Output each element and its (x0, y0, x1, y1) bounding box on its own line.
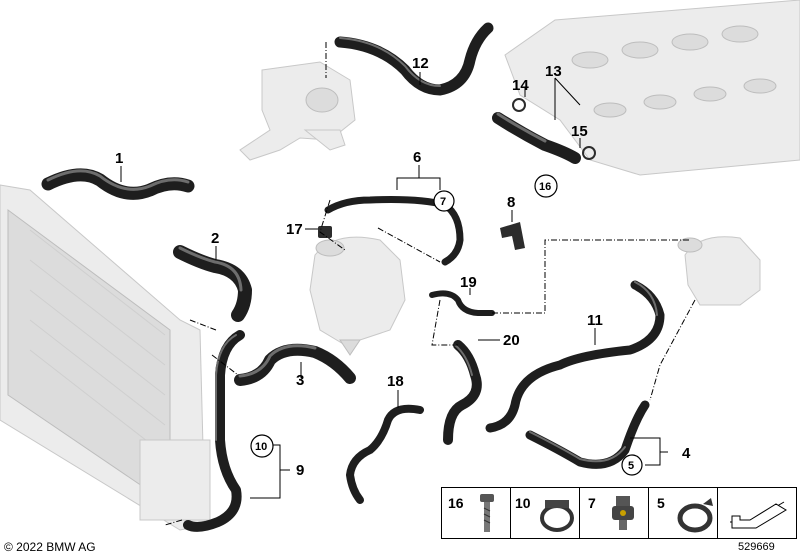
hose-9[interactable] (183, 330, 245, 532)
callout-14: 14 (512, 77, 529, 94)
hose-3[interactable] (234, 343, 356, 386)
callout-4: 4 (682, 445, 691, 462)
callout-12: 12 (412, 55, 429, 72)
legend-item-10[interactable]: 10 (510, 487, 580, 539)
copyright-text: © 2022 BMW AG (4, 540, 96, 554)
legend-item-arrow (717, 487, 797, 539)
callout-11: 11 (587, 312, 603, 329)
thermostat-housing-ghost (239, 61, 356, 161)
hose-18[interactable] (346, 404, 424, 504)
hose-20[interactable] (443, 340, 482, 445)
legend-item-5[interactable]: 5 (648, 487, 718, 539)
callout-1: 1 (115, 150, 123, 167)
hose-1[interactable] (41, 168, 195, 200)
callout-labels: 1 2 3 4 6 8 9 11 12 13 14 15 17 18 19 20… (115, 55, 691, 479)
bracket-8[interactable] (500, 222, 525, 250)
hose-4[interactable] (525, 400, 650, 469)
leader-lines (120, 72, 668, 499)
hose-2[interactable] (173, 245, 252, 322)
legend-num-10: 10 (515, 495, 531, 511)
radiator-ghost (0, 184, 211, 531)
seal-14[interactable] (512, 98, 526, 112)
callout-5-circled: 5 (628, 460, 634, 472)
callout-17: 17 (286, 221, 303, 238)
hose-12[interactable] (334, 22, 494, 96)
callout-15: 15 (571, 123, 588, 140)
arrow-icon (730, 501, 787, 529)
parts-legend: 16 10 7 5 (441, 487, 797, 539)
legend-item-16[interactable]: 16 (441, 487, 511, 539)
callout-18: 18 (387, 373, 404, 390)
callout-6: 6 (413, 149, 421, 166)
spring-clamp-icon (677, 498, 713, 533)
connection-lines (164, 42, 696, 526)
callout-3: 3 (296, 372, 304, 389)
callout-13: 13 (545, 63, 562, 80)
callout-9: 9 (296, 462, 304, 479)
callout-20: 20 (503, 332, 520, 349)
hose-clamp-icon (540, 500, 574, 532)
diagram-reference-number: 529669 (738, 541, 775, 553)
hose-11[interactable] (485, 280, 665, 433)
callout-16-circled: 16 (539, 181, 551, 193)
callout-19: 19 (460, 274, 477, 291)
legend-item-7[interactable]: 7 (579, 487, 649, 539)
expansion-tank-right-ghost (677, 236, 761, 306)
callout-7-circled: 7 (440, 196, 446, 208)
seal-15[interactable] (582, 146, 596, 160)
callout-8: 8 (507, 194, 515, 211)
bolt-icon (480, 494, 494, 532)
expansion-tank-ghost (309, 236, 406, 356)
hose-19[interactable] (429, 290, 495, 316)
bleed-screw-17[interactable] (318, 226, 332, 238)
legend-num-16: 16 (448, 495, 464, 511)
clip-icon (612, 496, 634, 530)
cylinder-head-ghost (504, 0, 800, 176)
callout-10-circled: 10 (255, 441, 267, 453)
callout-2: 2 (211, 230, 219, 247)
hose-13[interactable] (492, 112, 581, 164)
legend-num-5: 5 (657, 495, 665, 511)
legend-num-7: 7 (588, 495, 596, 511)
